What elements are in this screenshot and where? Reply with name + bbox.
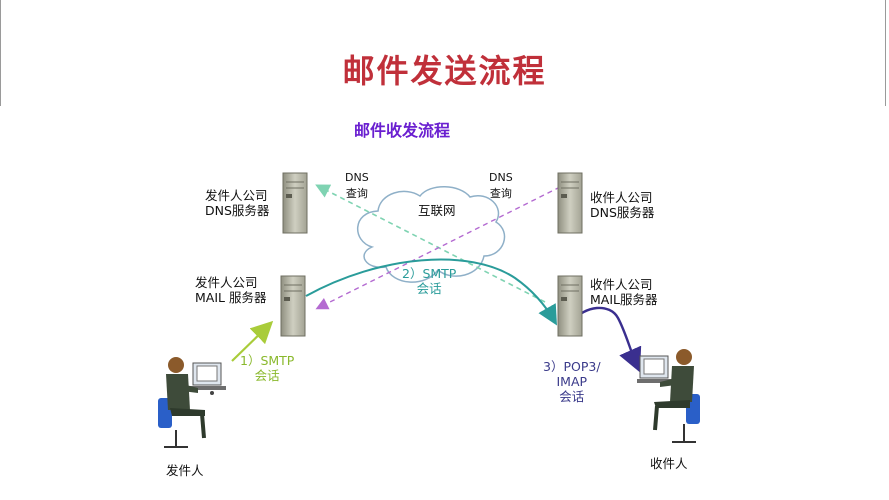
receiver-person-icon xyxy=(637,349,700,443)
step2-label: 2）SMTP 会话 xyxy=(402,266,457,296)
sender-dns-label: 发件人公司 DNS服务器 xyxy=(205,188,270,218)
sender-label: 发件人 xyxy=(166,463,204,478)
step3-label: 3）POP3/ IMAP 会话 xyxy=(543,359,601,404)
step1-arrow xyxy=(231,320,274,362)
sender-mail-label: 发件人公司 MAIL 服务器 xyxy=(195,275,267,305)
step1-label: 1）SMTP 会话 xyxy=(240,353,295,383)
receiver-label: 收件人 xyxy=(650,456,688,471)
diagram-subtitle: 邮件收发流程 xyxy=(354,121,451,140)
step2-arrow xyxy=(305,258,557,326)
right-border-line xyxy=(885,0,886,106)
dns-query-lines xyxy=(315,184,561,310)
dns-query-left-label: DNS 查询 xyxy=(345,171,369,200)
receiver-dns-label: 收件人公司 DNS服务器 xyxy=(590,190,655,220)
dns-query-right-label: DNS 查询 xyxy=(489,171,513,200)
sender-mail-server-icon xyxy=(280,275,306,337)
internet-label: 互联网 xyxy=(418,203,456,218)
receiver-mail-label: 收件人公司 MAIL服务器 xyxy=(590,277,658,307)
slide-title: 邮件发送流程 xyxy=(342,52,547,90)
receiver-mail-server-icon xyxy=(557,275,583,337)
internet-cloud xyxy=(356,186,506,283)
sender-person-icon xyxy=(158,357,226,448)
receiver-dns-server-icon xyxy=(557,172,583,234)
left-border-line xyxy=(0,0,1,106)
sender-dns-server-icon xyxy=(282,172,308,234)
step3-arrow xyxy=(571,306,642,373)
